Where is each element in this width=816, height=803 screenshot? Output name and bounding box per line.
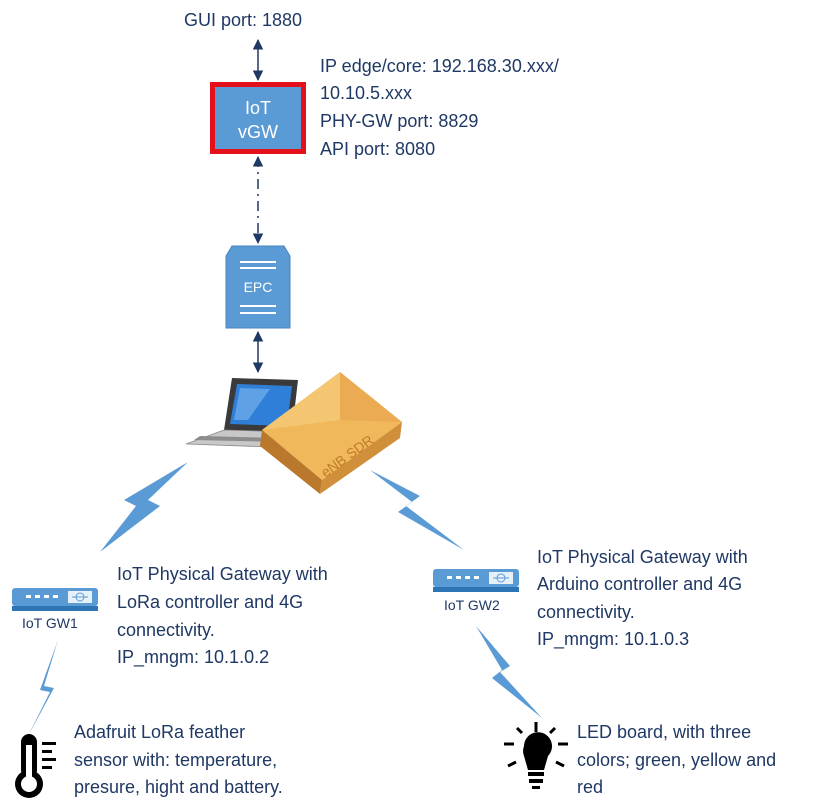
led-desc-line: red [577, 777, 604, 797]
epc-label: EPC [244, 279, 273, 295]
epc-server-icon [225, 245, 291, 329]
iot-gw1-label: IoT GW1 [22, 615, 78, 631]
gw1-desc-line: IP_mngm: 10.1.0.2 [117, 647, 270, 667]
light-bulb-icon [504, 722, 568, 789]
wireless-link-gw1-icon [100, 462, 188, 552]
vgw-info-line: PHY-GW port: 8829 [320, 111, 479, 131]
iot-gw2-device [433, 569, 519, 592]
iot-gw2-label: IoT GW2 [444, 597, 500, 613]
led-desc-line: LED board, with three [577, 722, 752, 742]
iot-vgw-box: IoT vGW [210, 82, 306, 154]
gw2-desc-line: connectivity. [537, 602, 635, 622]
iot-gw1-device [12, 588, 98, 611]
vgw-title-line2: vGW [238, 122, 278, 142]
wireless-link-sensor-icon [28, 640, 58, 736]
gw2-desc-line: Arduino controller and 4G [537, 574, 743, 594]
led-desc-line: colors; green, yellow and [577, 750, 777, 770]
gw1-desc-line: LoRa controller and 4G [117, 592, 304, 612]
thermometer-icon [15, 734, 56, 798]
vgw-info-line: 10.10.5.xxx [320, 83, 413, 103]
sensor-desc-line: Adafruit LoRa feather [74, 722, 246, 742]
gw1-desc-line: IoT Physical Gateway with [117, 564, 328, 584]
gw2-desc-line: IP_mngm: 10.1.0.3 [537, 629, 690, 649]
wireless-link-gw2-icon [370, 470, 464, 550]
gw2-desc-line: IoT Physical Gateway with [537, 547, 748, 567]
vgw-info-line: IP edge/core: 192.168.30.xxx/ [320, 56, 559, 76]
wireless-link-led-icon [476, 626, 542, 718]
sensor-desc-line: sensor with: temperature, [74, 750, 278, 770]
vgw-title-line1: IoT [244, 98, 271, 118]
gui-port-label: GUI port: 1880 [184, 10, 303, 30]
gw1-desc-line: connectivity. [117, 620, 215, 640]
vgw-info-line: API port: 8080 [320, 139, 436, 159]
sensor-desc-line: presure, hight and battery. [74, 777, 283, 797]
